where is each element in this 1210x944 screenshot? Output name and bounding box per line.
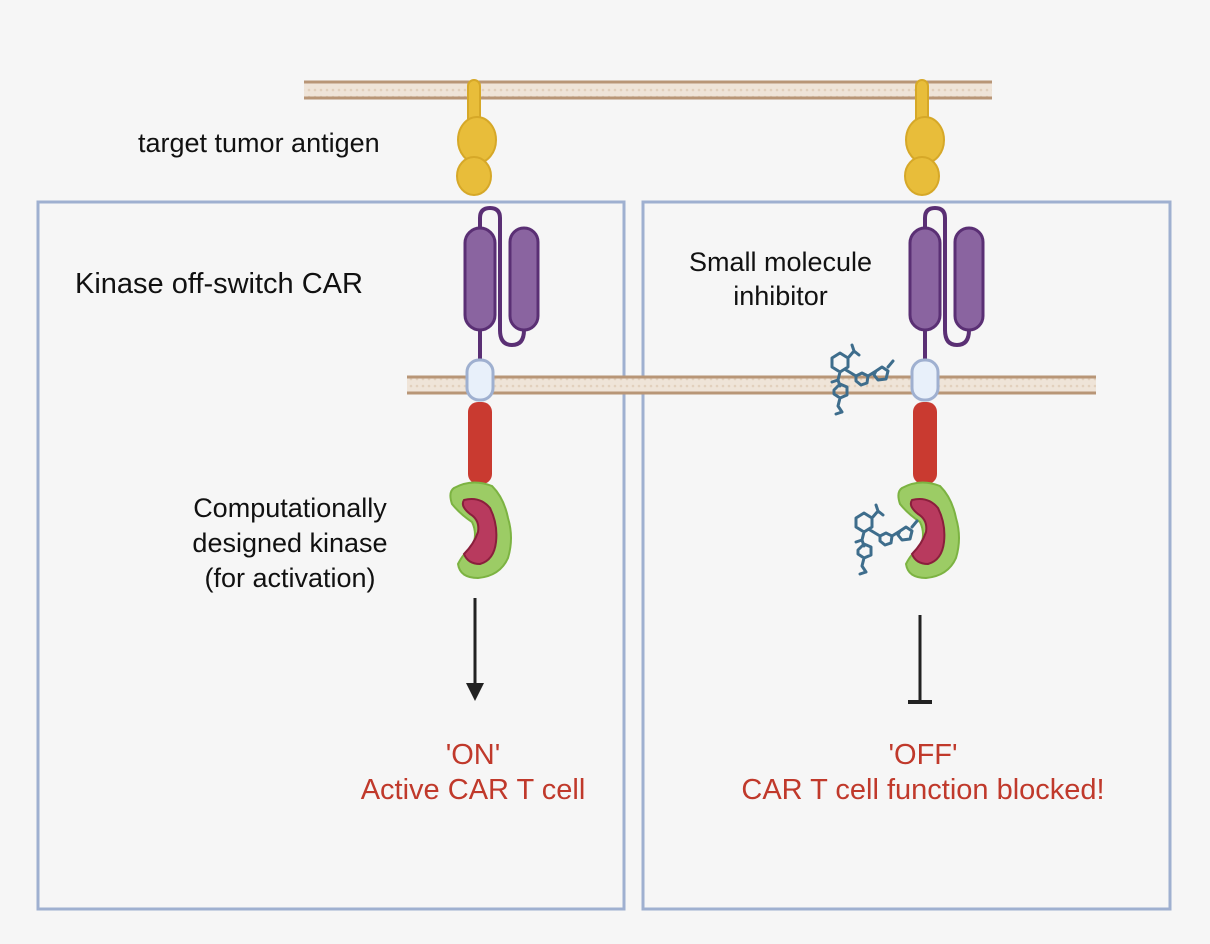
scfv-domain bbox=[908, 226, 942, 332]
transmembrane-domain bbox=[910, 358, 940, 402]
status-on: 'ON' Active CAR T cell bbox=[323, 738, 623, 808]
label-target-tumor-antigen: target tumor antigen bbox=[138, 128, 380, 158]
scfv-domain bbox=[953, 226, 985, 332]
label-line: designed kinase bbox=[192, 528, 388, 558]
label-line: Small molecule bbox=[688, 247, 873, 277]
tumor-antigen-right bbox=[904, 79, 945, 196]
status-off-text: CAR T cell function blocked! bbox=[741, 774, 1105, 806]
label-line: inhibitor bbox=[733, 281, 828, 311]
tumor-cell-membrane bbox=[304, 80, 992, 100]
inhibition-bar bbox=[908, 615, 932, 704]
signaling-domain bbox=[913, 402, 937, 484]
designed-kinase-right bbox=[897, 481, 960, 580]
panel-on-frame bbox=[36, 200, 626, 911]
tumor-antigen-left bbox=[456, 79, 497, 196]
label-line: (for activation) bbox=[204, 563, 376, 593]
scfv-domain bbox=[508, 226, 540, 332]
status-on-title: 'ON' bbox=[445, 739, 501, 771]
scfv-domain bbox=[463, 226, 497, 332]
activation-arrow bbox=[466, 598, 484, 701]
status-on-text: Active CAR T cell bbox=[360, 774, 586, 806]
status-off-title: 'OFF' bbox=[888, 739, 958, 771]
status-off: 'OFF' CAR T cell function blocked! bbox=[683, 738, 1163, 808]
panel-off-frame bbox=[641, 200, 1172, 911]
car-receptor-left bbox=[463, 205, 540, 484]
signaling-domain bbox=[468, 402, 492, 484]
label-line: Computationally bbox=[193, 493, 387, 523]
car-receptor-right bbox=[908, 205, 985, 484]
label-small-molecule-inhibitor: Small molecule inhibitor bbox=[668, 245, 893, 313]
label-computationally-designed-kinase: Computationally designed kinase (for act… bbox=[165, 491, 415, 596]
transmembrane-domain bbox=[465, 358, 495, 402]
t-cell-membrane bbox=[407, 375, 1096, 395]
designed-kinase-left bbox=[449, 481, 512, 580]
label-kinase-off-switch-car: Kinase off-switch CAR bbox=[75, 268, 363, 300]
